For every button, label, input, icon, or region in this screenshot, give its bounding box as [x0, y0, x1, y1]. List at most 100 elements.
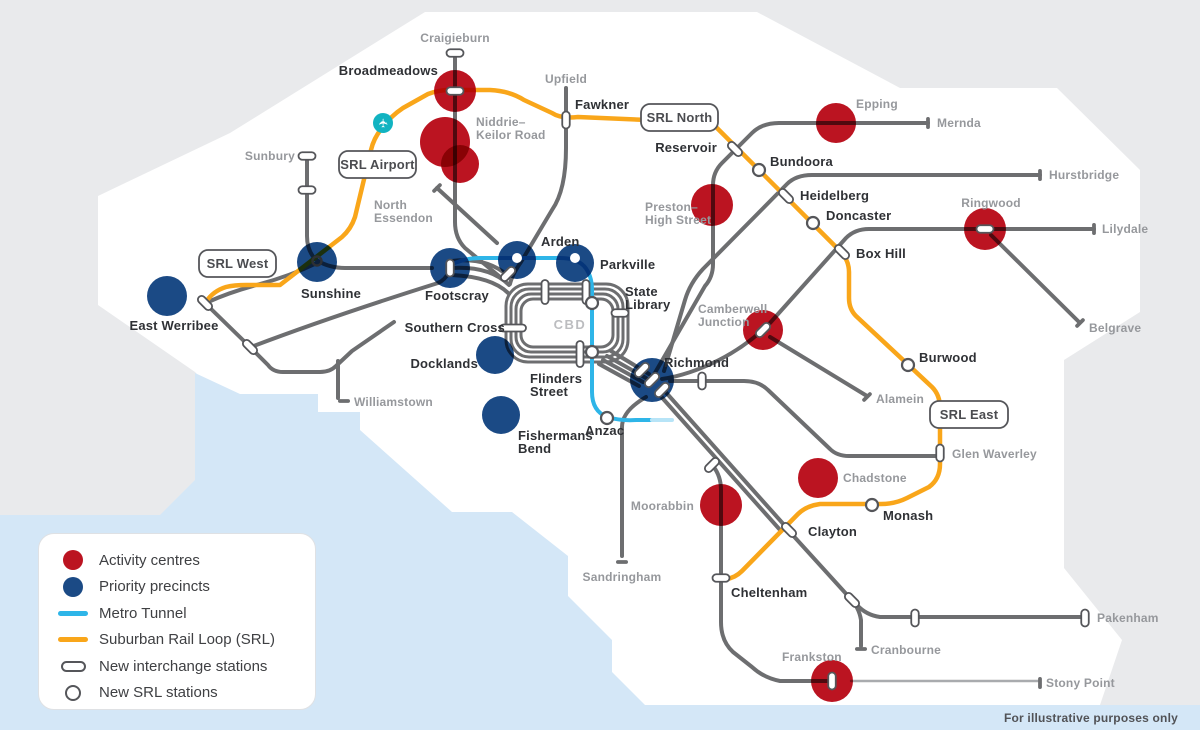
station-symbols — [297, 48, 1096, 691]
station-marker-pakenham — [1080, 608, 1090, 628]
interchange-pill — [241, 338, 259, 356]
line-loop-east-bundle — [597, 349, 651, 388]
line-pakenham — [855, 603, 1085, 619]
footer-note: For illustrative purposes only — [1004, 711, 1178, 725]
station-marker-anzac — [599, 410, 615, 426]
station-label-doncaster: Doncaster — [826, 208, 891, 223]
station-label-lilydale: Lilydale — [1102, 222, 1148, 236]
station-marker-sandringham — [616, 560, 628, 564]
line-mernda — [650, 121, 930, 380]
legend-label-activity-centres: Activity centres — [99, 551, 200, 569]
loop-station-tick — [610, 308, 630, 318]
station-label-heidelberg: Heidelberg — [800, 188, 869, 203]
station-label-southern-cross: Southern Cross — [405, 320, 505, 335]
line-racecourse-spur — [435, 186, 499, 245]
station-label-bundoora: Bundoora — [770, 154, 834, 169]
station-label-williamstown: Williamstown — [354, 395, 433, 409]
station-label-upfield: Upfield — [545, 72, 587, 86]
station-label-richmond: Richmond — [664, 355, 729, 370]
line-alamein — [768, 335, 869, 398]
station-labels: CraigieburnBroadmeadowsUpfieldFawknerNid… — [129, 31, 1158, 690]
station-marker-alamein — [862, 392, 872, 402]
station-marker-epping — [816, 103, 856, 143]
station-marker-ringwood — [975, 224, 995, 234]
legend-item-new-srl-stations: New SRL stations — [55, 680, 315, 707]
station-marker-camberwell-junction — [754, 321, 772, 339]
terminus-tick — [432, 183, 442, 193]
station-marker-heidelberg — [777, 187, 795, 205]
station-marker-broadmeadows — [445, 86, 465, 96]
station-label-clayton: Clayton — [808, 524, 857, 539]
legend-item-activity-centres: Activity centres — [55, 547, 315, 574]
line-frankston — [711, 464, 833, 683]
station-label-glen-waverley: Glen Waverley — [952, 447, 1037, 461]
airport-icon: ✈ — [373, 113, 393, 133]
station-marker-docklands — [476, 336, 514, 374]
station-label-moorabbin: Moorabbin — [631, 499, 694, 513]
station-label-box-hill: Box Hill — [856, 246, 906, 261]
station-marker-glen-waverley — [935, 443, 945, 463]
interchange-pill — [843, 591, 861, 609]
station-label-belgrave: Belgrave — [1089, 321, 1141, 335]
station-marker-preston-high-street — [691, 184, 733, 226]
station-marker-hurstbridge — [1038, 169, 1042, 181]
station-marker-lilydale — [1092, 223, 1096, 235]
station-marker-sunshine — [297, 242, 337, 282]
interchange-pill — [697, 371, 707, 391]
legend-label-suburban-rail-loop: Suburban Rail Loop (SRL) — [99, 631, 275, 649]
station-label-pakenham: Pakenham — [1097, 611, 1159, 625]
route-box-label-srl-east: SRL East — [940, 407, 999, 422]
station-marker-doncaster — [805, 215, 821, 231]
station-label-mernda: Mernda — [937, 116, 981, 130]
station-marker-east-werribee — [147, 276, 187, 316]
station-label-footscray: Footscray — [425, 288, 490, 303]
station-label-epping: Epping — [856, 97, 898, 111]
station-label-preston-high-street: Preston–High Street — [645, 200, 711, 227]
station-marker-burwood — [900, 357, 916, 373]
route-box-label-srl-west: SRL West — [207, 256, 269, 271]
route-box-srl-airport — [338, 150, 417, 179]
interchange-pill — [499, 265, 517, 283]
legend-label-priority-precincts: Priority precincts — [99, 578, 210, 596]
station-marker-parkville — [570, 253, 580, 263]
unnamed-markers — [196, 183, 920, 628]
loop-station-tick — [540, 279, 550, 305]
route-box-label-srl-airport: SRL Airport — [340, 157, 415, 172]
interchange-pill — [196, 294, 214, 312]
station-marker-flinders-street — [575, 340, 585, 368]
legend-swatch-activity-centres-icon — [55, 550, 91, 571]
station-label-frankston: Frankston — [782, 650, 842, 664]
station-marker-williamstown — [338, 399, 350, 403]
legend-swatch-priority-precincts-icon — [55, 576, 91, 597]
station-label-sunshine: Sunshine — [301, 286, 361, 301]
station-marker-sunbury — [297, 151, 317, 161]
station-label-docklands: Docklands — [410, 356, 478, 371]
station-marker-footscray — [445, 258, 455, 278]
legend-swatch-new-srl-stations-icon — [55, 684, 91, 701]
route-box-srl-east — [929, 400, 1009, 429]
interchange-pill — [703, 456, 721, 474]
station-marker-fishermans-bend — [482, 396, 520, 434]
station-label-craigieburn: Craigieburn — [420, 31, 490, 45]
station-label-cranbourne: Cranbourne — [871, 643, 941, 657]
station-marker-southern-cross — [499, 323, 527, 333]
legend-item-priority-precincts: Priority precincts — [55, 574, 315, 601]
line-glen-waverley — [668, 379, 940, 458]
station-marker-bundoora — [751, 162, 767, 178]
station-marker-sunshine — [311, 255, 323, 267]
line-hurstbridge — [662, 173, 1042, 373]
interchange-pill — [910, 608, 920, 628]
station-label-cbd: CBD — [554, 317, 587, 332]
station-marker-chadstone — [798, 458, 838, 498]
station-marker-belgrave — [1075, 318, 1085, 328]
station-label-broadmeadows: Broadmeadows — [339, 63, 438, 78]
station-label-east-werribee: East Werribee — [129, 318, 218, 333]
station-marker-arden — [512, 253, 522, 263]
legend-item-metro-tunnel: Metro Tunnel — [55, 600, 315, 627]
station-marker-richmond — [653, 381, 671, 399]
station-marker-richmond — [643, 371, 661, 389]
line-city-loop-1 — [504, 282, 630, 364]
